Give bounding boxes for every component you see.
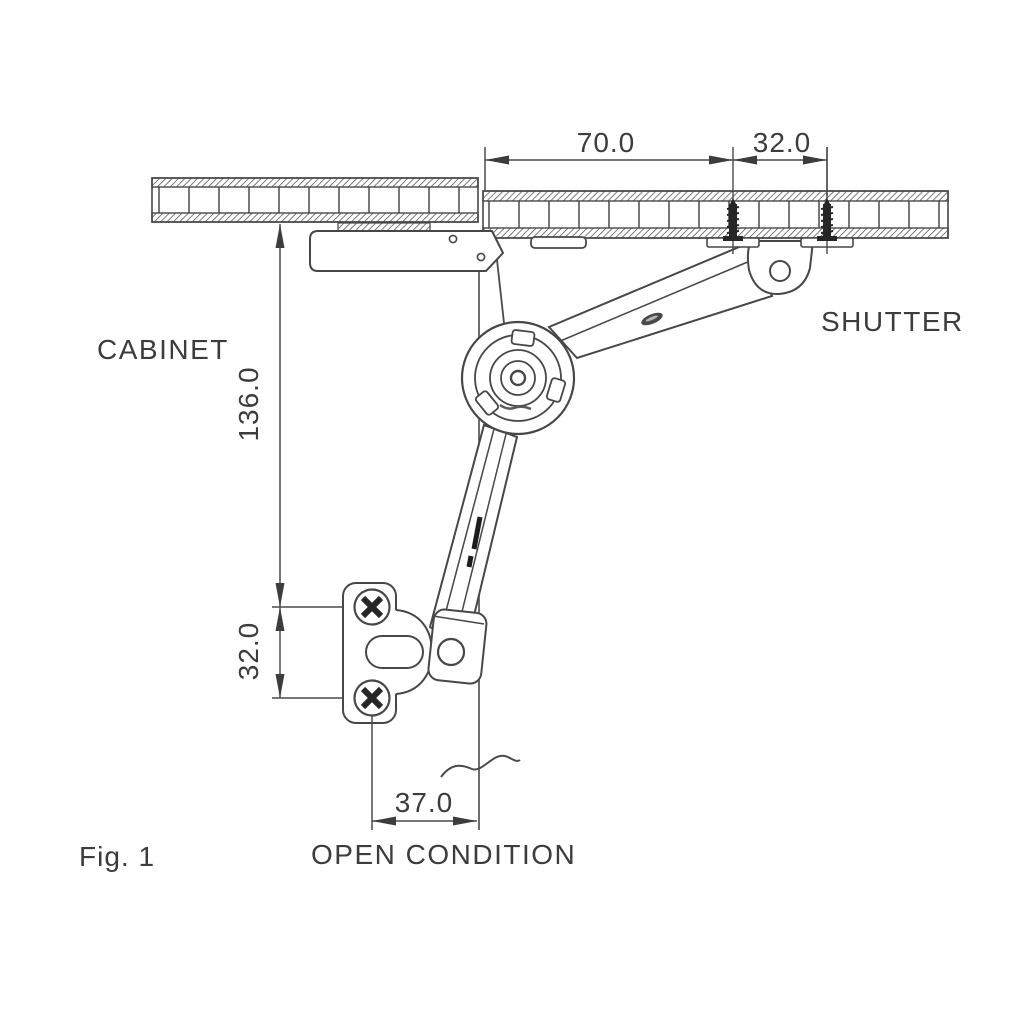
- dim-32-left-label: 32.0: [233, 622, 264, 681]
- arrowhead-icon: [709, 155, 733, 165]
- arrowhead-icon: [275, 583, 285, 607]
- dimension-bottom: [371, 716, 477, 830]
- dimension-left: [275, 224, 285, 698]
- hub-notch-tabs: [474, 329, 567, 416]
- wood-screw-icon: [817, 198, 837, 241]
- hub-axle-hole: [509, 369, 527, 387]
- bracket-hole-icon: [448, 234, 458, 244]
- arm-logo: [641, 312, 663, 326]
- hub-brand-marking: [499, 403, 532, 411]
- bracket-hole-icon: [476, 252, 486, 262]
- shutter-panel-top-hatch: [482, 190, 949, 202]
- shutter-panel-section: [482, 190, 949, 249]
- dim-37-label: 37.0: [395, 787, 454, 818]
- cabinet-label: CABINET: [97, 334, 229, 365]
- dim-70-label: 70.0: [577, 127, 636, 158]
- upper-arm-rib-line: [557, 260, 751, 343]
- arrowhead-icon: [733, 155, 757, 165]
- bracket-hub-connector-line: [496, 259, 506, 333]
- shutter-label: SHUTTER: [821, 306, 964, 337]
- dimension-top: [484, 147, 828, 196]
- cabinet-mounting-bracket: [309, 222, 505, 272]
- cabinet-panel-outline: [151, 177, 479, 223]
- arrowhead-icon: [485, 155, 509, 165]
- spring-hub: [460, 320, 576, 436]
- cabinet-panel-core: [152, 187, 478, 213]
- shutter-pivot-hole: [769, 260, 791, 282]
- lower-pivot-hole: [436, 637, 466, 667]
- plate-screw-top: [353, 588, 391, 626]
- shutter-panel-core: [483, 201, 948, 228]
- figure-caption: Fig. 1: [79, 841, 155, 872]
- arrowhead-icon: [275, 607, 285, 631]
- arrowhead-icon: [275, 224, 285, 248]
- lower-arm-rib-line: [454, 433, 507, 641]
- arrowhead-icon: [372, 816, 396, 826]
- shutter-mounting-plate: [272, 582, 434, 724]
- arrowhead-icon: [275, 674, 285, 698]
- shutter-screw-left: [706, 147, 760, 254]
- wood-screw-icon: [723, 198, 743, 241]
- cabinet-panel-section: [151, 177, 479, 223]
- lower-arm-rib-line: [440, 428, 495, 631]
- hinge-arm-upper: [547, 240, 815, 360]
- cabinet-panel-top-hatch: [151, 177, 479, 188]
- shutter-catch-tab: [530, 236, 587, 249]
- lower-link-joint-line: [432, 615, 485, 625]
- arrowhead-icon: [453, 816, 477, 826]
- bracket-body: [309, 230, 505, 272]
- hinge-arm-lower: [427, 423, 519, 685]
- lower-arm-marking: [471, 516, 483, 550]
- plate-adjust-slot: [365, 635, 424, 669]
- dim-32-top-label: 32.0: [753, 127, 812, 158]
- lower-arm-marking: [466, 555, 474, 568]
- break-line-squiggle: [440, 754, 521, 778]
- cabinet-panel-bottom-hatch: [151, 212, 479, 223]
- plate-screw-bottom: [353, 679, 391, 717]
- upper-arm-body: [547, 240, 774, 360]
- arrowhead-icon: [803, 155, 827, 165]
- dim-136-label: 136.0: [233, 366, 264, 441]
- open-condition-label: OPEN CONDITION: [311, 839, 576, 870]
